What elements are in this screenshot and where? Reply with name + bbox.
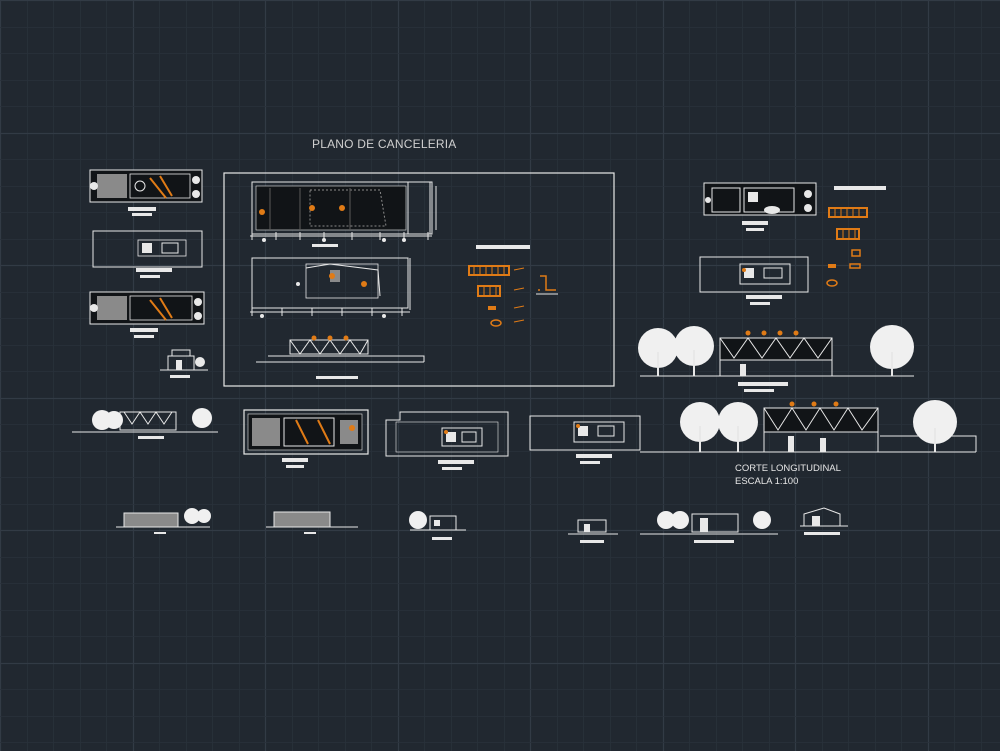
trees-elevation-right-top — [638, 325, 914, 376]
elevation-bottom-2[interactable] — [266, 511, 358, 534]
plan-middle-1[interactable] — [243, 409, 369, 468]
section-title: CORTE LONGITUDINAL — [735, 463, 841, 474]
detail-column-right[interactable] — [826, 186, 886, 287]
elevation-bottom-1[interactable] — [116, 508, 211, 534]
elevation-bottom-6[interactable] — [800, 507, 848, 535]
corte-longitudinal[interactable] — [640, 400, 977, 453]
sheet-title: PLANO DE CANCELERIA — [312, 137, 457, 151]
plan-right-1[interactable] — [703, 182, 817, 231]
plan-left-3[interactable] — [89, 291, 205, 338]
elevation-right-top[interactable] — [640, 330, 914, 393]
plan-right-2[interactable] — [699, 256, 809, 305]
elevation-bottom-3[interactable] — [409, 511, 466, 540]
small-elevation-left[interactable] — [160, 349, 208, 378]
section-scale: ESCALA 1:100 — [735, 476, 799, 487]
plan-middle-2[interactable] — [385, 411, 509, 470]
canceleria-sheet-frame[interactable] — [223, 172, 615, 387]
elevation-bottom-5[interactable] — [640, 511, 778, 543]
plan-left-2[interactable] — [92, 230, 203, 278]
elevation-bottom-4[interactable] — [568, 519, 618, 543]
plan-left-1[interactable] — [89, 169, 203, 216]
plan-middle-3[interactable] — [529, 415, 641, 464]
elevation-left-small[interactable] — [72, 408, 218, 439]
